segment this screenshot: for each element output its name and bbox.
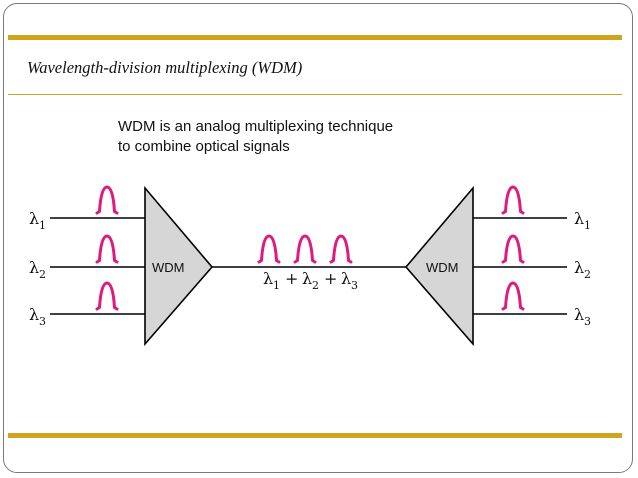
svg-text:λ: λ	[574, 209, 584, 228]
input-label-1: λ 1	[29, 209, 46, 232]
svg-text:+: +	[324, 269, 337, 288]
svg-text:λ: λ	[574, 305, 584, 324]
input-pulse-2	[95, 234, 119, 264]
svg-text:λ: λ	[29, 305, 39, 324]
output-pulse-1	[501, 185, 525, 215]
combined-pulse-2	[293, 234, 317, 264]
top-accent-bar	[8, 35, 622, 40]
svg-text:+: +	[285, 269, 298, 288]
output-label-1: λ 1	[574, 209, 591, 232]
description-line-1: WDM is an analog multiplexing technique	[118, 118, 394, 135]
svg-text:2: 2	[39, 268, 46, 281]
bottom-accent-bar	[8, 433, 622, 438]
svg-text:λ: λ	[29, 209, 39, 228]
combined-pulse-1	[257, 234, 281, 264]
input-pulse-3	[95, 281, 119, 311]
svg-text:3: 3	[39, 315, 46, 328]
svg-text:1: 1	[39, 219, 46, 232]
title-divider	[8, 94, 622, 95]
slide-title: Wavelength-division multiplexing (WDM)	[27, 58, 303, 77]
description: WDM is an analog multiplexing technique …	[118, 117, 393, 157]
wdm-demultiplexer-label: WDM	[426, 260, 459, 275]
svg-text:λ: λ	[302, 269, 312, 288]
output-label-3: λ 3	[574, 305, 591, 328]
combined-pulse-3	[329, 234, 353, 264]
input-pulse-1	[95, 185, 119, 215]
svg-text:λ: λ	[29, 258, 39, 277]
combined-signal-label: λ 1 + λ 2 + λ 3	[263, 269, 358, 292]
output-pulse-2	[501, 234, 525, 264]
svg-text:λ: λ	[574, 258, 584, 277]
wdm-demultiplexer	[404, 185, 474, 347]
output-label-2: λ 2	[574, 258, 591, 281]
description-line-2: to combine optical signals	[118, 138, 290, 155]
input-label-3: λ 3	[29, 305, 46, 328]
input-label-2: λ 2	[29, 258, 46, 281]
svg-text:1: 1	[273, 279, 280, 292]
svg-text:3: 3	[584, 315, 591, 328]
svg-text:3: 3	[351, 279, 358, 292]
svg-text:λ: λ	[263, 269, 273, 288]
wdm-multiplexer-label: WDM	[152, 260, 185, 275]
svg-text:λ: λ	[341, 269, 351, 288]
svg-text:2: 2	[312, 279, 319, 292]
slide-frame	[3, 3, 633, 473]
wdm-multiplexer	[144, 185, 214, 347]
svg-text:1: 1	[584, 219, 591, 232]
output-pulse-3	[501, 281, 525, 311]
svg-text:2: 2	[584, 268, 591, 281]
